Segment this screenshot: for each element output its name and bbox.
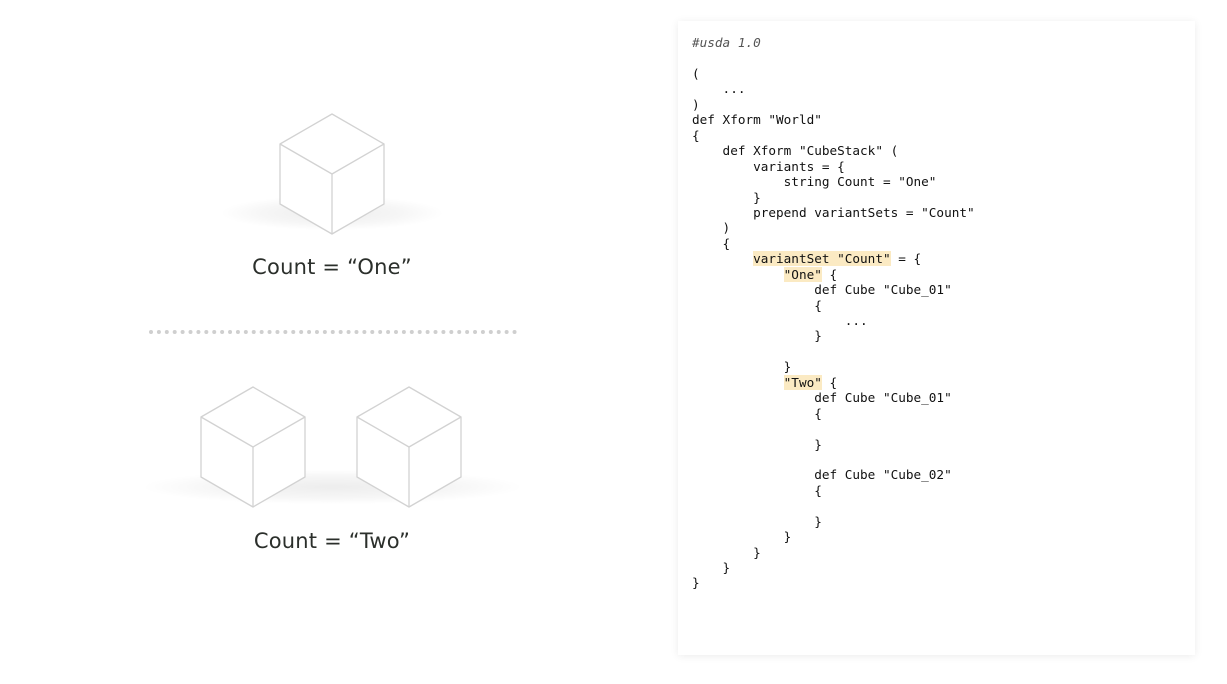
code-token: { (821, 374, 838, 390)
code-line: def Xform "World" (692, 112, 975, 127)
code-token: { (692, 127, 700, 143)
code-token: def Xform "World" (692, 112, 822, 128)
code-token: } (692, 529, 792, 545)
code-line: ) (692, 220, 975, 235)
code-token: def Cube "Cube_02" (692, 467, 952, 483)
code-token: } (692, 189, 761, 205)
code-line: } (692, 514, 975, 529)
highlighted-token: "Two" (783, 374, 822, 390)
variant-illustration: Count = “One” Count = “Two” (145, 113, 520, 553)
code-line: } (692, 328, 975, 343)
highlighted-token: "One" (783, 266, 822, 282)
code-line: ) (692, 97, 975, 112)
code-line: "Two" { (692, 374, 975, 390)
code-line: { (692, 406, 975, 421)
code-token: ) (692, 96, 700, 112)
code-token: def Xform "CubeStack" ( (692, 143, 899, 159)
code-token: prepend variantSets = "Count" (692, 204, 975, 220)
caption-count-two: Count = “Two” (253, 529, 411, 553)
code-line: string Count = "One" (692, 174, 975, 189)
code-line: } (692, 560, 975, 575)
code-token: ... (692, 313, 868, 328)
code-token: { (692, 482, 822, 498)
code-token: } (692, 560, 731, 575)
code-token (692, 251, 753, 266)
code-line: variantSet "Count" = { (692, 251, 975, 267)
code-token: variants = { (692, 158, 845, 174)
code-token: = { (890, 251, 922, 267)
code-line: def Cube "Cube_01" (692, 282, 975, 297)
code-line: } (692, 190, 975, 205)
code-line: } (692, 359, 975, 374)
code-line: "One" { (692, 266, 975, 282)
code-token: { (692, 297, 822, 313)
usda-code-panel: #usda 1.0 ( ...)def Xform "World"{ def X… (678, 21, 1195, 655)
code-line (692, 421, 975, 436)
code-line: ... (692, 313, 975, 328)
code-line: ... (692, 81, 975, 96)
code-line (692, 344, 975, 359)
code-token: def Cube "Cube_01" (692, 282, 952, 298)
code-token: } (692, 436, 822, 452)
highlighted-token: variantSet "Count" (753, 251, 891, 267)
code-token (692, 267, 784, 282)
usda-version-header: #usda 1.0 (692, 35, 761, 50)
code-token: } (692, 575, 700, 591)
usda-code-block: ( ...)def Xform "World"{ def Xform "Cube… (692, 66, 975, 591)
code-token: } (692, 544, 761, 560)
code-token: } (692, 359, 792, 375)
code-token: { (821, 266, 838, 282)
cube-icon (356, 386, 462, 508)
code-line: } (692, 529, 975, 544)
code-token (692, 375, 784, 390)
caption-count-one: Count = “One” (252, 255, 412, 279)
code-line: def Cube "Cube_02" (692, 467, 975, 482)
code-token: ... (692, 81, 746, 97)
code-line (692, 452, 975, 467)
code-token: } (692, 328, 822, 344)
code-line: } (692, 575, 975, 590)
code-line (692, 498, 975, 513)
code-line: def Cube "Cube_01" (692, 390, 975, 405)
code-token: ( (692, 66, 700, 81)
code-token: } (692, 513, 822, 529)
code-token: { (692, 405, 822, 421)
code-line: } (692, 545, 975, 560)
divider (149, 330, 517, 334)
code-token: string Count = "One" (692, 174, 937, 190)
code-line: ( (692, 66, 975, 81)
code-line: { (692, 298, 975, 313)
code-token: ) (692, 220, 731, 236)
code-line: variants = { (692, 159, 975, 174)
code-line: prepend variantSets = "Count" (692, 205, 975, 220)
code-token: def Cube "Cube_01" (692, 390, 952, 406)
code-line: { (692, 236, 975, 251)
code-line: } (692, 437, 975, 452)
code-line: def Xform "CubeStack" ( (692, 143, 975, 158)
code-line: { (692, 128, 975, 143)
code-line: { (692, 483, 975, 498)
cube-icon (279, 113, 385, 235)
cube-icon (200, 386, 306, 508)
code-token: { (692, 235, 731, 251)
